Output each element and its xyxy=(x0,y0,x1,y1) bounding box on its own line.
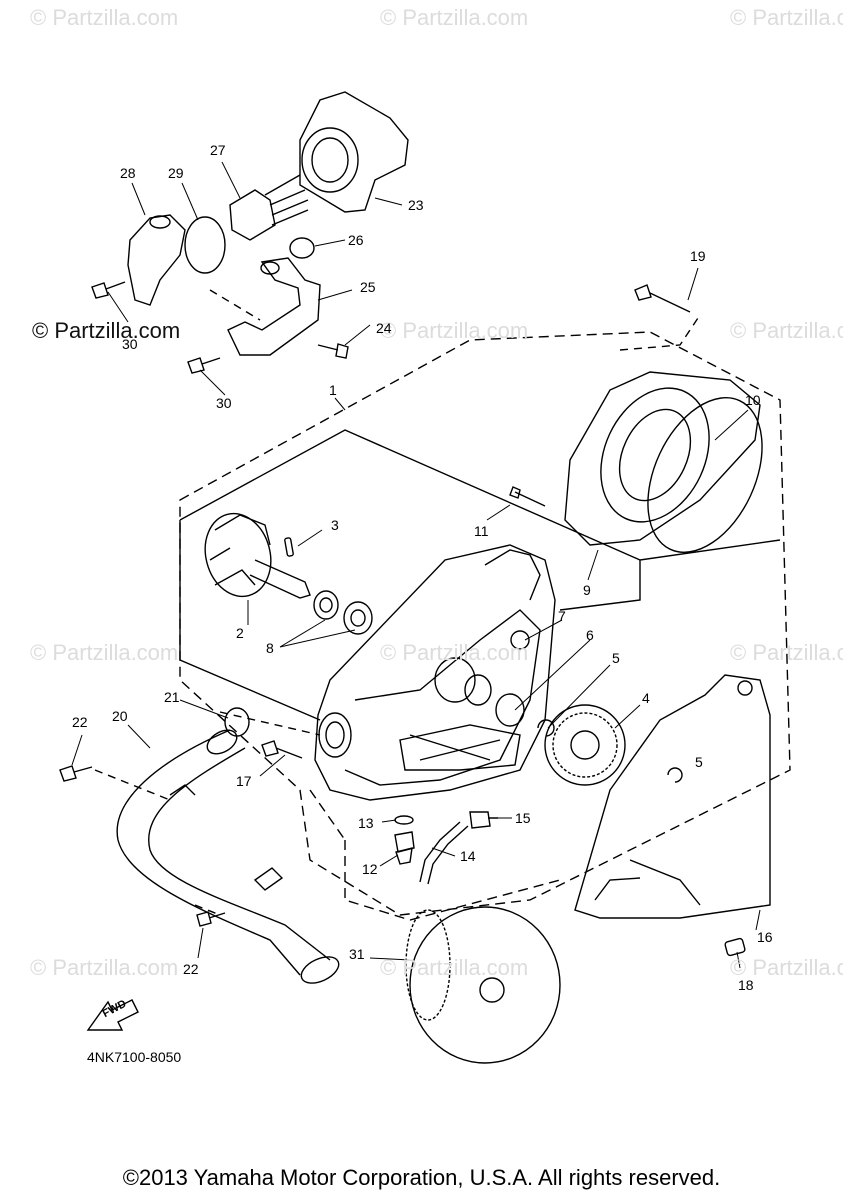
watermark: © Partzilla.com xyxy=(32,318,181,343)
collar xyxy=(289,237,315,259)
watermark: © Partzilla.com xyxy=(730,640,843,665)
housing-bore-2 xyxy=(434,657,476,703)
callout-18[interactable]: 18 xyxy=(738,977,754,993)
outlet-fitting xyxy=(127,214,186,306)
drain-bolt xyxy=(394,831,415,865)
callout-26[interactable]: 26 xyxy=(348,232,364,248)
callout-19[interactable]: 19 xyxy=(690,248,706,264)
thermostat-housing xyxy=(299,91,409,213)
watermark: © Partzilla.com xyxy=(730,955,843,980)
callout-27[interactable]: 27 xyxy=(210,142,226,158)
watermark: © Partzilla.com xyxy=(30,640,179,665)
pipe-dashed-link xyxy=(94,711,321,916)
watermark: © Partzilla.com xyxy=(730,318,843,343)
callout-12[interactable]: 12 xyxy=(362,861,378,877)
callout-5[interactable]: 5 xyxy=(695,754,703,770)
impeller xyxy=(204,512,272,598)
callout-8[interactable]: 8 xyxy=(266,640,274,656)
callout-6[interactable]: 6 xyxy=(586,627,594,643)
inner-solid-outline xyxy=(179,429,781,721)
bracket xyxy=(227,257,321,356)
watermark: © Partzilla.com xyxy=(380,318,529,343)
callout-20[interactable]: 20 xyxy=(112,708,128,724)
callout-13[interactable]: 13 xyxy=(358,815,374,831)
callout-4[interactable]: 4 xyxy=(642,690,650,706)
watermark: © Partzilla.com xyxy=(380,955,529,980)
circlip xyxy=(537,719,555,737)
watermark: © Partzilla.com xyxy=(380,5,529,30)
thermostat xyxy=(229,189,276,241)
callout-22[interactable]: 22 xyxy=(72,714,88,730)
inner-dashed-outline xyxy=(309,789,561,921)
callout-9[interactable]: 9 xyxy=(583,582,591,598)
gasket xyxy=(647,397,763,553)
bolt-30-upper xyxy=(91,281,126,299)
bolt-22-upper xyxy=(59,765,93,782)
callout-24[interactable]: 24 xyxy=(376,320,392,336)
callout-2[interactable]: 2 xyxy=(236,625,244,641)
fwd-arrow xyxy=(86,999,139,1031)
bolt-30-lower xyxy=(187,357,221,374)
callout-7[interactable]: 7 xyxy=(558,608,566,624)
callout-28[interactable]: 28 xyxy=(120,165,136,181)
callout-10[interactable]: 10 xyxy=(745,392,761,408)
pipe-o-ring xyxy=(224,707,250,737)
copyright-notice: ©2013 Yamaha Motor Corporation, U.S.A. A… xyxy=(122,1165,721,1190)
thermostat-dashed-link xyxy=(209,289,701,351)
bolt-17 xyxy=(261,740,303,759)
housing-bore-1 xyxy=(318,712,352,758)
diagram-code: 4NK7100-8050 xyxy=(87,1049,182,1065)
plug xyxy=(724,937,746,957)
callout-16[interactable]: 16 xyxy=(757,929,773,945)
water-pump-housing xyxy=(314,544,556,801)
watermark: © Partzilla.com xyxy=(730,5,843,30)
bolt-19 xyxy=(634,284,691,313)
watermark: © Partzilla.com xyxy=(30,955,179,980)
pin xyxy=(284,537,294,557)
primary-drive-gear xyxy=(409,906,561,1064)
callout-17[interactable]: 17 xyxy=(236,773,252,789)
callout-15[interactable]: 15 xyxy=(515,810,531,826)
oil-seal-1 xyxy=(313,590,339,620)
outlet-gasket xyxy=(184,216,226,274)
watermark: © Partzilla.com xyxy=(30,5,179,30)
callout-14[interactable]: 14 xyxy=(460,848,476,864)
callout-21[interactable]: 21 xyxy=(164,689,180,705)
callout-23[interactable]: 23 xyxy=(408,197,424,213)
o-ring xyxy=(394,815,414,825)
watermark: © Partzilla.com xyxy=(380,640,529,665)
bolt-24 xyxy=(317,343,349,359)
callout-25[interactable]: 25 xyxy=(360,279,376,295)
impeller-shaft xyxy=(249,559,311,599)
bolt-11 xyxy=(509,486,546,507)
water-pipe xyxy=(116,729,331,976)
callout-30[interactable]: 30 xyxy=(122,336,138,352)
drive-gear xyxy=(544,704,626,786)
circlip-5-lower xyxy=(667,767,683,783)
housing-cover xyxy=(564,371,761,546)
bolt-22-lower xyxy=(196,911,226,927)
assembly-outline-dashed xyxy=(179,331,791,916)
hose xyxy=(419,821,469,885)
callout-22[interactable]: 22 xyxy=(183,961,199,977)
callout-29[interactable]: 29 xyxy=(168,165,184,181)
callout-11[interactable]: 11 xyxy=(474,523,489,539)
callout-3[interactable]: 3 xyxy=(331,517,339,533)
callout-1[interactable]: 1 xyxy=(329,382,337,398)
oil-seal-2 xyxy=(343,601,373,635)
cover-gasket xyxy=(574,674,771,919)
callout-5[interactable]: 5 xyxy=(612,650,620,666)
callout-31[interactable]: 31 xyxy=(349,946,365,962)
hose-fitting xyxy=(469,811,498,829)
callout-30[interactable]: 30 xyxy=(216,395,232,411)
